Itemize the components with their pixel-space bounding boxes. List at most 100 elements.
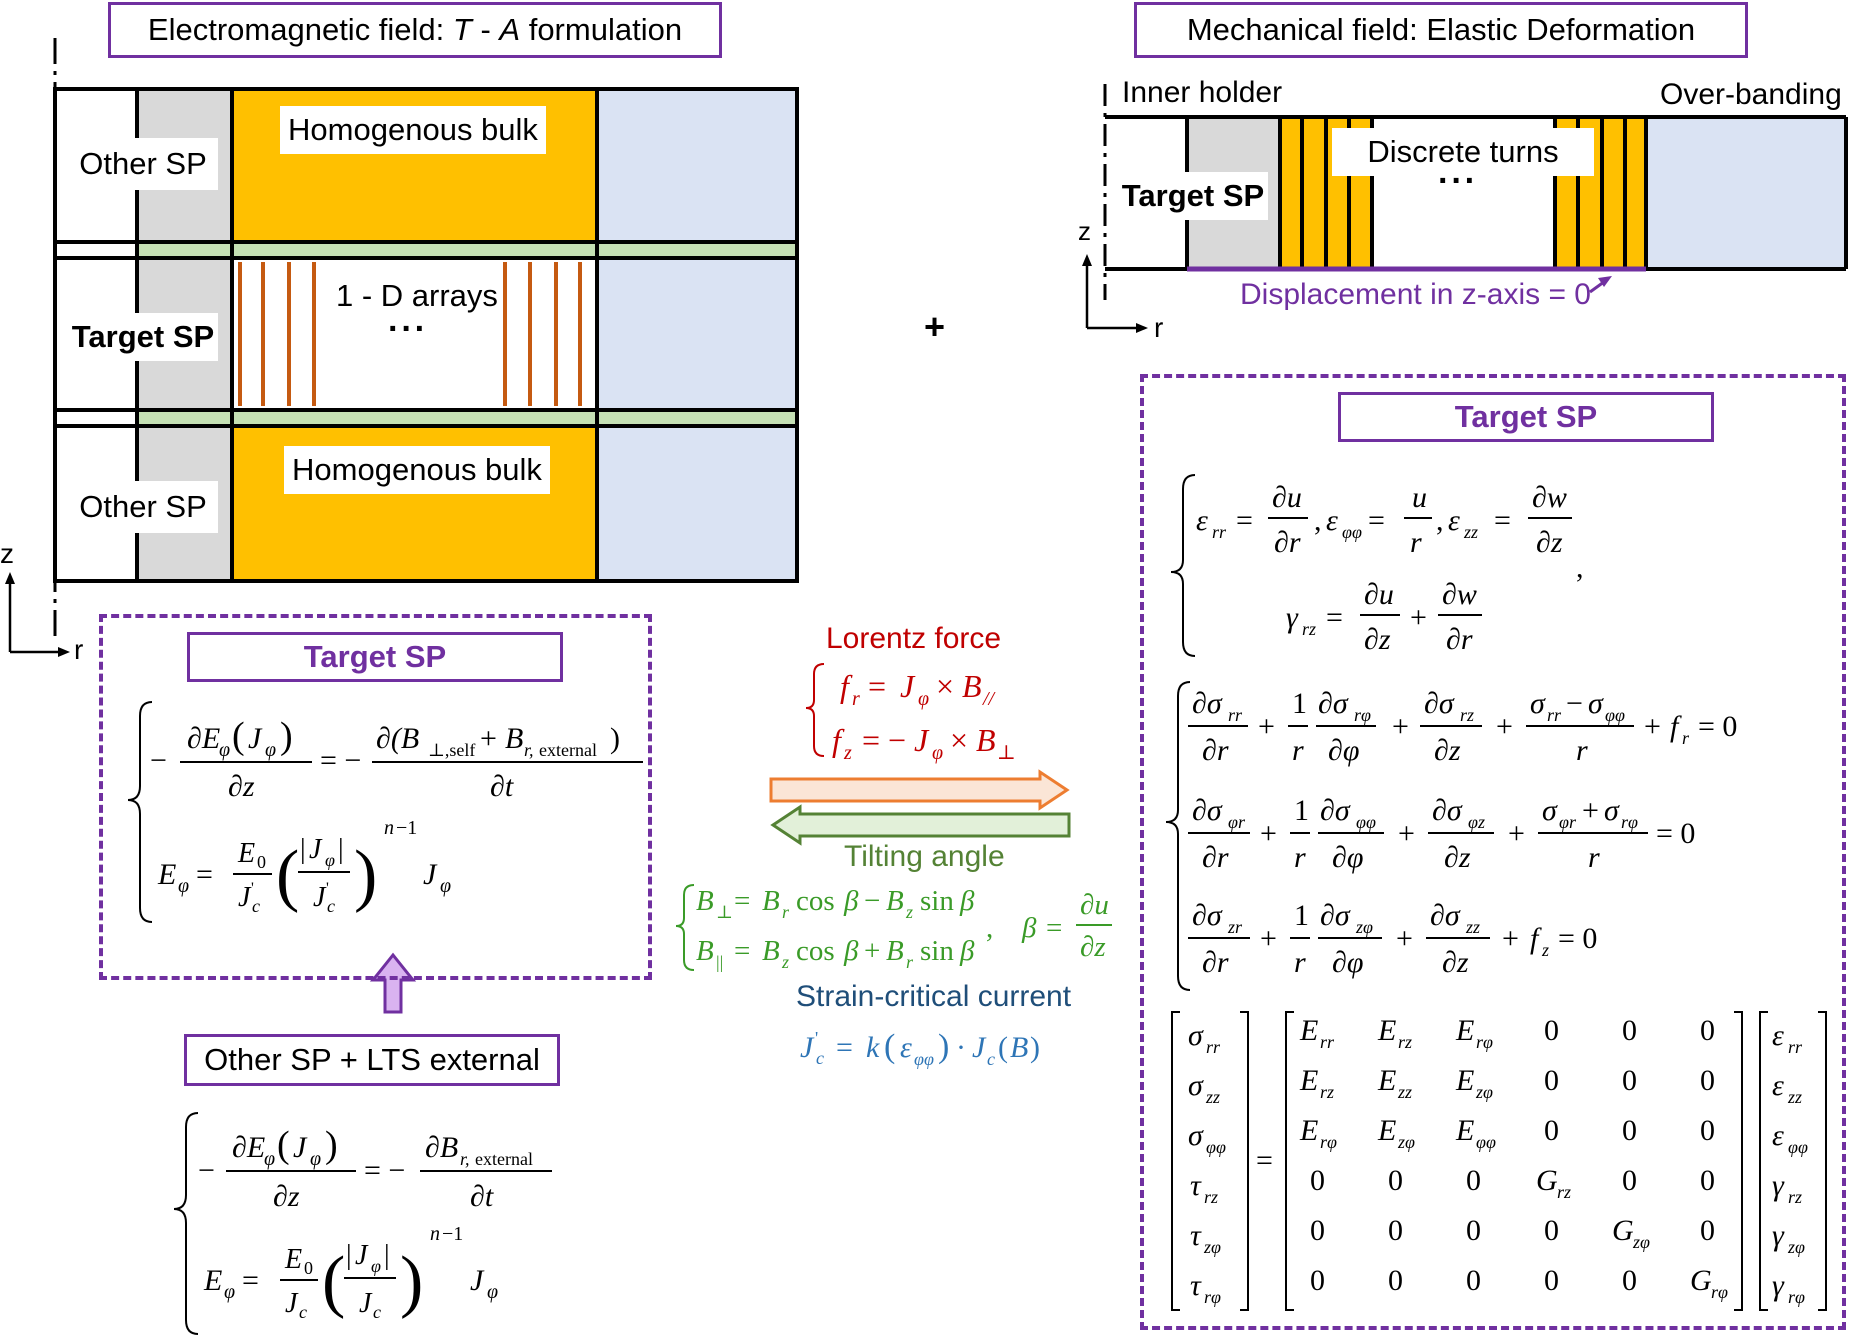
em-field-title: Electromagnetic field: T - A formulation [108, 2, 722, 58]
svg-text:zφ: zφ [1787, 1237, 1805, 1257]
right-overband [1646, 117, 1846, 269]
svg-text:β: β [959, 885, 975, 917]
svg-text:rφ: rφ [1204, 1287, 1221, 1307]
svg-text:rz: rz [1557, 1182, 1571, 1202]
one-d-array-lines [238, 262, 582, 406]
svg-text:+: + [1396, 922, 1413, 955]
arrays-ellipsis: ··· [388, 310, 428, 348]
svg-text:cos: cos [796, 935, 835, 967]
svg-text:+: + [1582, 794, 1599, 827]
svg-text:E: E [237, 838, 255, 869]
svg-text:φ: φ [224, 1281, 235, 1303]
svg-text:φ: φ [487, 1281, 498, 1303]
svg-text:σ: σ [1188, 1019, 1204, 1052]
svg-text:σ: σ [1188, 1119, 1204, 1152]
svg-text:rφ: rφ [1711, 1282, 1728, 1302]
svg-text:= −: = − [862, 722, 906, 758]
svg-text:E: E [284, 1244, 302, 1275]
svg-text:rz: rz [1204, 1187, 1218, 1207]
lorentz-force-label: Lorentz force [826, 622, 1002, 655]
svg-text:): ) [325, 1124, 338, 1166]
svg-text:= −: = − [320, 744, 361, 777]
svg-text:∂z: ∂z [1434, 734, 1461, 767]
svg-text:u: u [1412, 481, 1427, 514]
svg-text:=: = [1368, 504, 1385, 537]
svg-text:∂u: ∂u [1364, 578, 1394, 611]
svg-text:ε: ε [1448, 504, 1460, 537]
svg-text:−: − [864, 885, 880, 917]
svg-text:zφ: zφ [1355, 917, 1373, 937]
svg-text:|: | [300, 834, 306, 865]
svg-text:+: + [1398, 817, 1415, 850]
svg-text:+: + [1258, 710, 1275, 743]
svg-text:): ) [400, 1243, 423, 1320]
target-sp-right-label: Target SP [1118, 172, 1268, 220]
svg-text:∂φ: ∂φ [1328, 734, 1359, 767]
svg-text:0: 0 [1466, 1214, 1481, 1247]
svg-text:φφ: φφ [1356, 812, 1376, 832]
eq-lorentz: f r = J φ × B // f z = − J φ × B ⊥ [805, 663, 1016, 764]
svg-text:r: r [782, 902, 790, 922]
svg-text:0: 0 [1310, 1214, 1325, 1247]
svg-text:(: ( [232, 715, 245, 757]
svg-text:+: + [1260, 817, 1277, 850]
svg-text:β: β [959, 935, 975, 967]
svg-text:B: B [505, 722, 523, 755]
svg-text:φφ: φφ [1476, 1132, 1496, 1152]
svg-text:= 0: = 0 [1656, 817, 1695, 850]
svg-text:rφ: rφ [1320, 1132, 1337, 1152]
svg-text:0: 0 [257, 852, 266, 872]
svg-text:0: 0 [1466, 1164, 1481, 1197]
svg-text:ε: ε [900, 1031, 912, 1064]
svg-text:−1: −1 [396, 817, 417, 839]
left-axis-r-label: r [74, 634, 84, 665]
svg-text:E: E [1455, 1114, 1474, 1147]
svg-text:E: E [157, 858, 176, 891]
right-axis-z-label: z [1078, 216, 1091, 246]
svg-text:×: × [936, 668, 954, 704]
svg-text:ε: ε [1772, 1019, 1784, 1052]
svg-text:z: z [905, 902, 913, 922]
svg-text:zφ: zφ [1397, 1132, 1415, 1152]
svg-text:B: B [976, 722, 996, 758]
svg-text:γ: γ [1286, 601, 1299, 634]
svg-text:J: J [914, 722, 930, 758]
svg-text:B: B [762, 885, 780, 917]
svg-text:+: + [480, 722, 497, 755]
svg-text:rz: rz [1398, 1032, 1412, 1052]
svg-text:): ) [610, 722, 620, 755]
over-banding-label: Over-banding [1660, 78, 1842, 111]
strain-critical-label: Strain-critical current [796, 980, 1072, 1013]
svg-text:1: 1 [1292, 687, 1307, 720]
svg-text://: // [982, 688, 997, 710]
arrow-right-lorentz [769, 769, 1070, 811]
svg-text:E: E [1455, 1064, 1474, 1097]
svg-text:(: ( [884, 1028, 895, 1065]
svg-text:∂σ: ∂σ [1320, 899, 1351, 932]
svg-text:∂r: ∂r [1202, 734, 1229, 767]
svg-text:τ: τ [1190, 1219, 1202, 1252]
svg-text:rr: rr [1206, 1037, 1221, 1057]
svg-text:⊥,self: ⊥,self [428, 740, 475, 760]
svg-text:0: 0 [1700, 1064, 1715, 1097]
svg-text:sin: sin [920, 935, 954, 967]
svg-text:∂r: ∂r [1446, 623, 1473, 656]
svg-text:c: c [299, 1302, 307, 1322]
svg-text:J: J [423, 858, 438, 891]
svg-text:∂B: ∂B [425, 1131, 458, 1164]
svg-text:∂z: ∂z [1080, 931, 1106, 963]
svg-text:=: = [1494, 504, 1511, 537]
svg-text:=: = [1236, 504, 1253, 537]
svg-text:σ: σ [1542, 794, 1558, 827]
svg-text:r: r [852, 688, 860, 710]
svg-text:rφ: rφ [1354, 705, 1371, 725]
svg-text:∂z: ∂z [228, 770, 255, 803]
svg-text:rz: rz [1460, 705, 1474, 725]
svg-text:0: 0 [1700, 1214, 1715, 1247]
svg-text:+: + [1502, 922, 1519, 955]
svg-text:z: z [843, 742, 852, 764]
svg-text:=: = [1256, 1144, 1273, 1177]
arrow-up-coupling [369, 952, 417, 1014]
svg-text:= 0: = 0 [1558, 922, 1597, 955]
